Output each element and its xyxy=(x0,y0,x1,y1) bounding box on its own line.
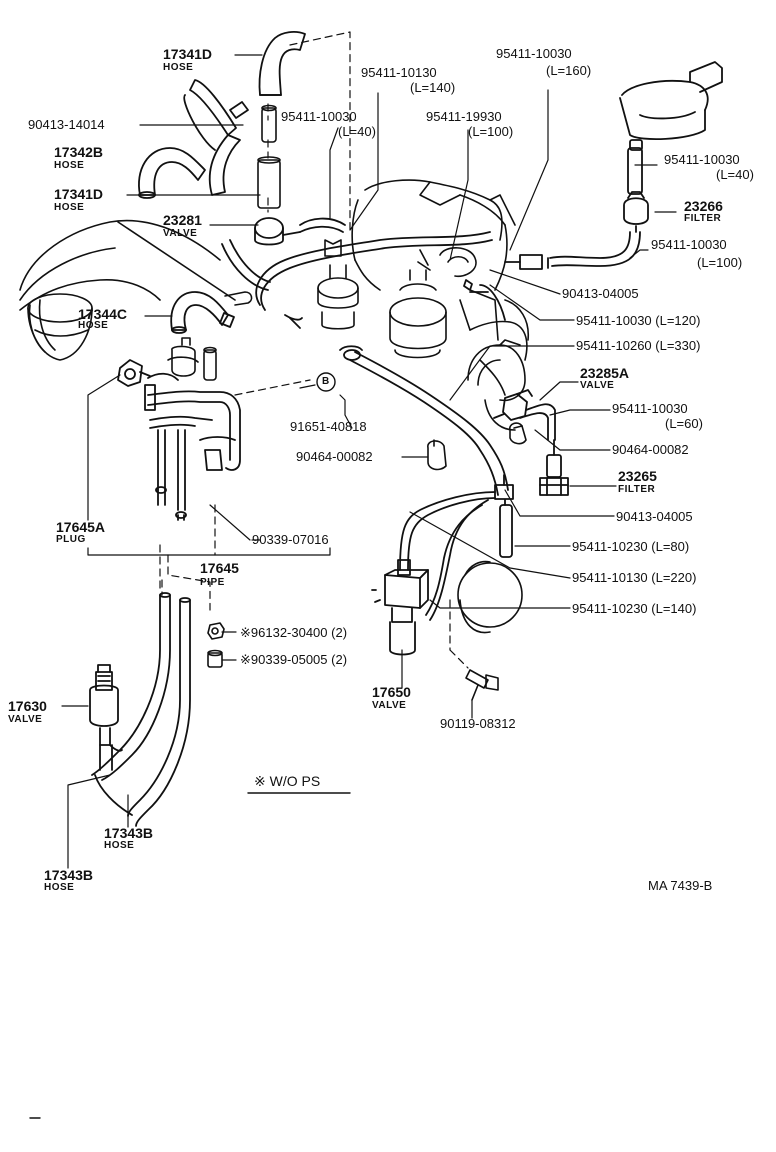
small-parts-90339 xyxy=(207,649,223,668)
engine-body xyxy=(351,179,528,396)
label-23266: 23266 xyxy=(684,198,723,214)
label-17645: 17645 xyxy=(200,560,239,576)
label-17342b-sub: HOSE xyxy=(54,160,85,171)
dashed-reference-lines xyxy=(159,31,469,669)
label-95411-10030-b-len: (L=40) xyxy=(716,167,754,182)
label-callout-b: B xyxy=(322,376,330,387)
plug-17645a xyxy=(117,359,151,387)
label-90339-05005: ※90339-05005 (2) xyxy=(240,652,348,667)
label-91651-40818: 91651-40818 xyxy=(290,419,367,434)
label-17630-sub: VALVE xyxy=(8,714,43,725)
egr-valve xyxy=(389,269,447,359)
pulley-lower xyxy=(457,560,523,634)
label-90413-04005-a: 90413-04005 xyxy=(562,286,639,301)
label-95411-10030-c: 95411-10030 xyxy=(651,237,727,252)
label-23281-sub: VALVE xyxy=(163,228,198,239)
pipe-assembly-17645 xyxy=(144,372,241,521)
label-17650-sub: VALVE xyxy=(372,700,407,711)
label-95411-10030-120: 95411-10030 (L=120) xyxy=(576,313,701,328)
label-23266-sub: FILTER xyxy=(684,213,722,224)
valve-17630 xyxy=(89,664,119,746)
label-90413-14014: 90413-14014 xyxy=(28,117,105,132)
label-17342b: 17342B xyxy=(54,144,104,160)
hose-17344c xyxy=(170,291,235,334)
label-95411-10260-330: 95411-10260 (L=330) xyxy=(576,338,701,353)
label-17341d-top: 17341D xyxy=(163,46,213,62)
label-17341d-mid: 17341D xyxy=(54,186,104,202)
callout-b-circle xyxy=(316,372,336,392)
label-95411-10130-a: 95411-10130 xyxy=(361,65,437,80)
label-95411-19930: 95411-19930 xyxy=(426,109,502,124)
label-17343b-b: 17343B xyxy=(44,867,94,883)
valve-23285a xyxy=(493,389,556,441)
label-17645-sub: PIPE xyxy=(200,577,225,588)
label-17343b-a-sub: HOSE xyxy=(104,840,135,851)
label-95411-10030-c-len: (L=100) xyxy=(697,255,743,270)
clamp-left xyxy=(427,439,447,471)
label-90464-00082-l: 90464-00082 xyxy=(296,449,373,464)
label-17645a: 17645A xyxy=(56,519,106,535)
label-23265-sub: FILTER xyxy=(618,484,656,495)
straight-hoses-center xyxy=(257,104,281,209)
label-95411-10030-b: 95411-10030 xyxy=(664,152,740,167)
label-95411-10130-a-len: (L=140) xyxy=(410,80,456,95)
label-17650: 17650 xyxy=(372,684,411,700)
valve-17650 xyxy=(371,559,429,656)
valve-23281 xyxy=(254,217,301,246)
hose-17341d-top xyxy=(258,31,306,96)
drawing-code: MA 7439-B xyxy=(648,878,713,893)
bolt-90119 xyxy=(465,669,499,701)
label-90413-04005-b: 90413-04005 xyxy=(616,509,693,524)
intake-hose-left xyxy=(19,219,253,361)
label-17341d-top-sub: HOSE xyxy=(163,62,194,73)
lower-tee-hoses xyxy=(399,474,514,621)
label-17343b-b-sub: HOSE xyxy=(44,882,75,893)
label-23265: 23265 xyxy=(618,468,657,484)
label-90119-08312: 90119-08312 xyxy=(440,716,516,731)
fittings-upper-left xyxy=(167,337,217,381)
label-17343b-a: 17343B xyxy=(104,825,154,841)
label-17344c-sub: HOSE xyxy=(78,320,109,331)
turbo-outline xyxy=(467,299,530,431)
label-95411-10230-140: 95411-10230 (L=140) xyxy=(572,601,697,616)
label-17344c: 17344C xyxy=(78,306,128,322)
label-17645a-sub: PLUG xyxy=(56,534,86,545)
label-17630: 17630 xyxy=(8,698,47,714)
filter-23265 xyxy=(539,439,569,496)
label-95411-10230-80: 95411-10230 (L=80) xyxy=(572,539,690,554)
hose-17342b xyxy=(138,147,206,199)
label-95411-19930-len: (L=100) xyxy=(468,124,514,139)
label-95411-10030-a: 95411-10030 xyxy=(281,109,357,124)
label-23281: 23281 xyxy=(163,212,202,228)
label-90339-07016: 90339-07016 xyxy=(252,532,329,547)
note-without-power-steering: ※ W/O PS xyxy=(254,773,321,789)
small-parts-96132 xyxy=(207,622,225,640)
vacuum-line-mid xyxy=(463,279,506,321)
hose-long-diagonal xyxy=(339,345,509,496)
clamp-right xyxy=(508,422,527,445)
actuator-center xyxy=(317,239,359,330)
hose-to-tee-upper xyxy=(504,231,641,270)
label-95411-10030-d-len: (L=60) xyxy=(665,416,703,431)
label-95411-10030-a-len: (L=40) xyxy=(338,124,376,139)
label-23285a: 23285A xyxy=(580,365,630,381)
label-95411-10030-top: 95411-10030 xyxy=(496,46,572,61)
hoses-17343b xyxy=(91,592,191,827)
filter-23266-assembly xyxy=(619,61,723,233)
label-95411-10030-d: 95411-10030 xyxy=(612,401,688,416)
label-23285a-sub: VALVE xyxy=(580,380,615,391)
hose-zigzag xyxy=(183,79,249,196)
vacuum-hoses-upper xyxy=(221,217,493,329)
label-95411-10030-top-len: (L=160) xyxy=(546,63,592,78)
label-17341d-mid-sub: HOSE xyxy=(54,202,85,213)
coil-center xyxy=(417,247,477,278)
label-95411-10130-220: 95411-10130 (L=220) xyxy=(572,570,697,585)
label-90464-00082-r: 90464-00082 xyxy=(612,442,689,457)
label-96132-30400: ※96132-30400 (2) xyxy=(240,625,348,640)
